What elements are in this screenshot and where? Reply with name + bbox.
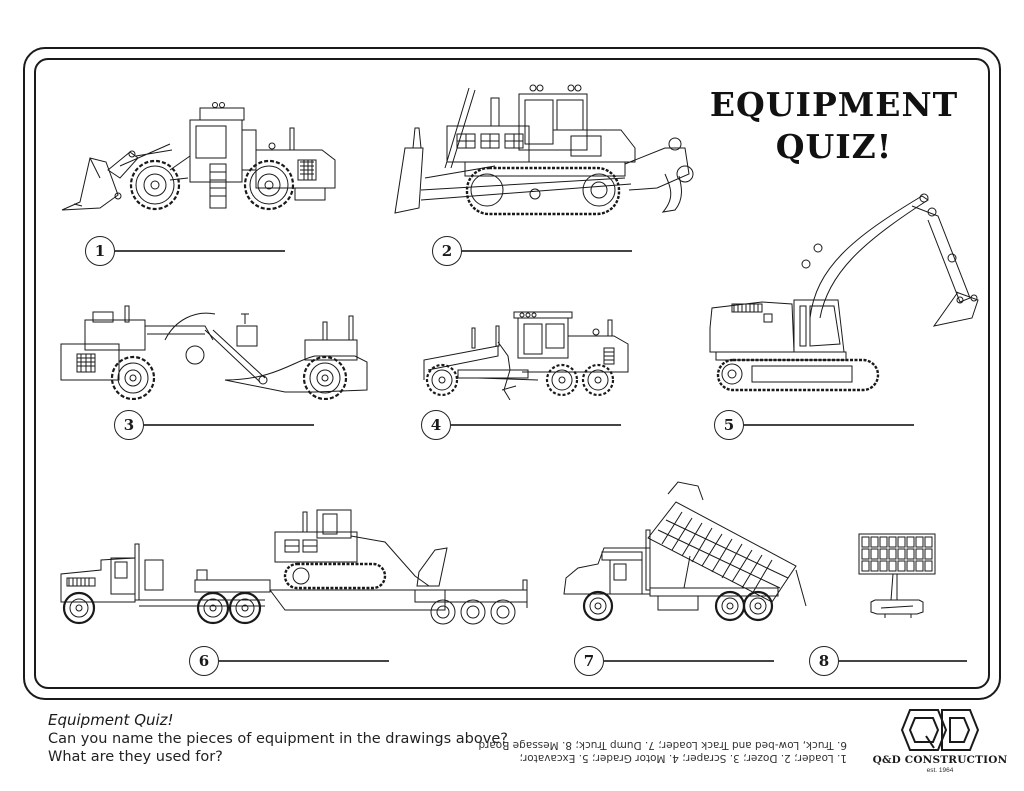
answer-row-5[interactable]: 5 xyxy=(714,410,914,440)
answer-input-4[interactable] xyxy=(457,412,621,432)
answer-input-2[interactable] xyxy=(468,238,632,258)
scraper-drawing xyxy=(55,300,373,400)
title-line-1: EQUIPMENT xyxy=(709,85,959,124)
brand-name: Q&D CONSTRUCTION xyxy=(872,754,1008,766)
item-number-badge: 3 xyxy=(114,410,144,440)
answer-input-8[interactable] xyxy=(845,648,967,668)
wheel-loader-drawing xyxy=(60,100,338,215)
item-number-badge: 2 xyxy=(432,236,462,266)
upside-down-answer-key: 1. Loader; 2. Dozer; 3. Scraper; 4. Moto… xyxy=(478,738,847,764)
item-number-badge: 6 xyxy=(189,646,219,676)
company-logo: Q&D CONSTRUCTION est. 1964 xyxy=(870,708,1010,784)
footer-line-1: Can you name the pieces of equipment in … xyxy=(48,731,508,747)
answer-key-line-2: 6. Truck, Low-bed and Track Loader; 7. D… xyxy=(478,739,847,751)
page-border-inner xyxy=(34,58,990,689)
item-number-badge: 8 xyxy=(809,646,839,676)
worksheet-title: EQUIPMENT QUIZ! xyxy=(704,84,964,168)
answer-input-1[interactable] xyxy=(121,238,285,258)
answer-row-7[interactable]: 7 xyxy=(574,646,774,676)
answer-row-4[interactable]: 4 xyxy=(421,410,621,440)
item-number-badge: 7 xyxy=(574,646,604,676)
dump-truck-drawing xyxy=(558,476,810,626)
bulldozer-drawing xyxy=(385,78,705,218)
message-board-drawing xyxy=(855,530,937,620)
answer-input-6[interactable] xyxy=(225,648,389,668)
lowbed-truck-with-track-loader-drawing xyxy=(55,502,530,627)
footer-line-2: What are they used for? xyxy=(48,749,223,765)
item-number-badge: 1 xyxy=(85,236,115,266)
item-number-badge: 4 xyxy=(421,410,451,440)
answer-input-3[interactable] xyxy=(150,412,314,432)
answer-row-8[interactable]: 8 xyxy=(809,646,967,676)
answer-row-3[interactable]: 3 xyxy=(114,410,314,440)
brand-established: est. 1964 xyxy=(926,767,954,774)
answer-row-2[interactable]: 2 xyxy=(432,236,632,266)
answer-row-6[interactable]: 6 xyxy=(189,646,389,676)
item-number-badge: 5 xyxy=(714,410,744,440)
answer-input-7[interactable] xyxy=(610,648,774,668)
page-border-outer xyxy=(23,47,1001,700)
motor-grader-drawing xyxy=(418,300,633,400)
answer-input-5[interactable] xyxy=(750,412,914,432)
footer-instructions: Can you name the pieces of equipment in … xyxy=(48,730,508,766)
title-line-2: QUIZ! xyxy=(775,127,893,166)
excavator-drawing xyxy=(702,188,982,394)
answer-key-line-1: 1. Loader; 2. Dozer; 3. Scraper; 4. Moto… xyxy=(519,752,847,764)
footer-heading: Equipment Quiz! xyxy=(48,711,174,729)
answer-row-1[interactable]: 1 xyxy=(85,236,285,266)
qd-monogram-icon xyxy=(900,709,980,751)
